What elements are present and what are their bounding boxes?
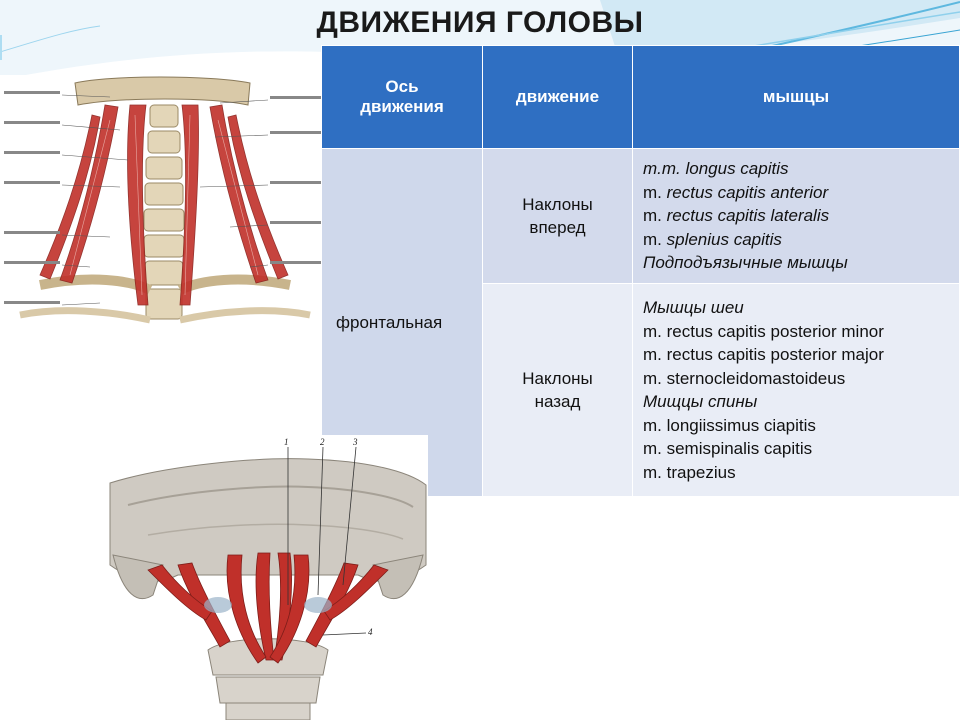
suboccipital-muscles-illustration: 1 2 3 4 bbox=[108, 435, 428, 720]
figure-label-3: 3 bbox=[352, 437, 358, 447]
slide-title: ДВИЖЕНИЯ ГОЛОВЫ bbox=[316, 6, 644, 39]
muscle-item: m. rectus capitis anterior bbox=[643, 182, 829, 202]
header-movement: движение bbox=[482, 45, 633, 149]
table-row-backward: Наклоны назад Мышцы шеи m. rectus capiti… bbox=[322, 283, 960, 497]
muscle-item: m. rectus capitis posterior minor bbox=[643, 321, 884, 341]
muscle-item: m. splenius capitis bbox=[643, 229, 782, 249]
muscle-item: m. rectus capitis posterior major bbox=[643, 345, 884, 364]
header-axis-line2: движения bbox=[360, 97, 444, 116]
figure-label-2: 2 bbox=[320, 437, 325, 447]
muscle-item: m. sternocleidomastoideus bbox=[643, 368, 846, 388]
movement-backward-line1: Наклоны bbox=[522, 369, 593, 388]
muscle-group-heading: Мышцы шеи bbox=[643, 298, 744, 317]
figure-label-4: 4 bbox=[368, 627, 373, 637]
movement-cell-forward: Наклоны вперед bbox=[482, 148, 633, 284]
muscle-item: m. rectus capitis lateralis bbox=[643, 206, 830, 226]
muscle-item: m. trapezius bbox=[643, 462, 736, 482]
axis-label: фронтальная bbox=[336, 312, 443, 332]
muscle-group-heading: Мищцы спины bbox=[643, 392, 758, 411]
head-movements-table-container: Ось движения движение мышцы фронтальная … bbox=[321, 45, 960, 497]
head-movements-table: Ось движения движение мышцы фронтальная … bbox=[321, 45, 960, 497]
table-row-forward: фронтальная Наклоны вперед m.m. longus c… bbox=[321, 148, 960, 497]
header-axis-line1: Ось bbox=[385, 77, 419, 96]
movement-backward-line2: назад bbox=[534, 392, 581, 411]
muscles-cell-forward: m.m. longus capitis m. rectus capitis an… bbox=[632, 148, 960, 284]
muscle-item: Подподъязычные мышцы bbox=[643, 253, 848, 273]
header-axis: Ось движения bbox=[321, 45, 483, 149]
muscles-cell-backward: Мышцы шеи m. rectus capitis posterior mi… bbox=[632, 283, 960, 497]
header-muscles: мышцы bbox=[632, 45, 960, 149]
table-header-row: Ось движения движение мышцы bbox=[321, 45, 960, 149]
anterior-neck-muscles-illustration bbox=[0, 75, 330, 341]
movement-forward-line2: вперед bbox=[529, 218, 586, 237]
movement-cell-backward: Наклоны назад bbox=[482, 283, 633, 497]
muscle-item: m.m. longus capitis bbox=[643, 159, 789, 179]
figure-label-1: 1 bbox=[284, 437, 289, 447]
movement-forward-line1: Наклоны bbox=[522, 195, 593, 214]
muscle-item: m. longiissimus ciapitis bbox=[643, 415, 816, 435]
muscle-item: m. semispinalis capitis bbox=[643, 439, 813, 458]
